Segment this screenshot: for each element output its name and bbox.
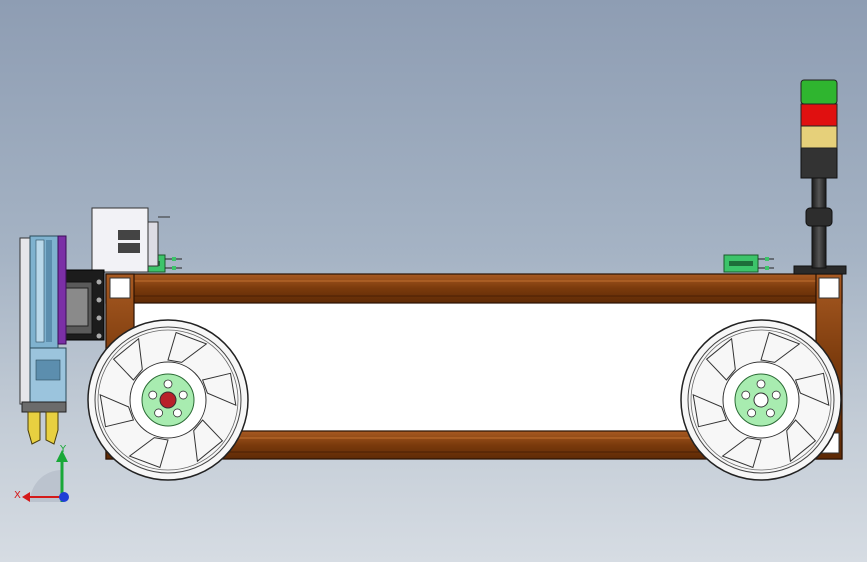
right-wheel — [680, 319, 842, 481]
wheel-spoke — [167, 331, 208, 363]
gripper-axis-assembly — [19, 235, 67, 445]
wheel-hub-bolt — [741, 390, 751, 400]
chassis-top-rail — [105, 273, 843, 304]
tower-bracket — [805, 207, 833, 227]
wheel-hub-bolt — [178, 390, 188, 400]
wheel-spoke — [128, 437, 169, 469]
corner-bracket-top-left — [109, 277, 131, 299]
coordinate-triad: Y X — [14, 444, 69, 502]
wheel-hub-bolt — [148, 390, 158, 400]
wheel-spoke — [99, 393, 135, 428]
wheel-rim-outer — [94, 326, 242, 474]
axis-label-x: X — [14, 490, 21, 501]
wheel-spoke — [786, 419, 817, 463]
wheel-rim-outer — [687, 326, 835, 474]
wheel-spoke — [112, 337, 143, 381]
wheel-hub-bolt — [771, 390, 781, 400]
wheel-spoke — [760, 331, 801, 363]
wheel-spoke — [193, 419, 224, 463]
wheel-axle — [159, 391, 177, 409]
wheel-hub-bolt — [163, 379, 173, 389]
tower-lamp-green — [800, 79, 838, 105]
wheel-hub-bolt — [173, 408, 182, 418]
control-box — [91, 207, 170, 273]
gripper-finger-left — [27, 411, 41, 445]
wheel-axle — [753, 392, 769, 408]
tower-lamp-red — [800, 103, 838, 127]
tower-dark-segment — [800, 147, 838, 179]
wheel-hub-bolt — [756, 379, 766, 389]
tower-lamp-yellow — [800, 125, 838, 149]
wheel-spoke — [721, 437, 762, 469]
wheel-hub-bolt — [766, 408, 775, 418]
wheel-spoke — [692, 393, 728, 428]
wheel-spoke — [794, 372, 830, 407]
wheel-hub-bolt — [154, 408, 163, 418]
signal-tower-light — [793, 79, 847, 275]
wheel-rim-inner — [97, 329, 239, 471]
gripper-finger-right — [45, 411, 59, 445]
terminal-block-right — [723, 254, 774, 273]
wheel-spoke — [705, 337, 736, 381]
wheel-hub-bolt — [747, 408, 756, 418]
purple-carriage — [57, 235, 67, 345]
corner-bracket-top-right — [818, 277, 840, 299]
wheel-rim-inner — [690, 329, 832, 471]
left-wheel — [87, 319, 249, 481]
axis-label-y: Y — [59, 444, 67, 455]
wheel-spoke — [201, 372, 237, 407]
